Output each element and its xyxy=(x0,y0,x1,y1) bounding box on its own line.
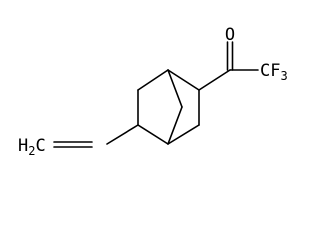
oxygen-label: O xyxy=(225,25,235,45)
bond-c1-c2 xyxy=(167,69,200,91)
vinyl-ch2-label-h: H xyxy=(18,136,28,156)
cf3-label-subscript: 3 xyxy=(280,69,287,83)
bond-c4-c5 xyxy=(137,124,169,145)
chemical-structure-diagram: O CF3 H2C xyxy=(18,25,288,158)
bond-c3-c4 xyxy=(167,124,200,145)
bridge-bond-top xyxy=(167,69,183,108)
bicyclic-skeleton xyxy=(137,69,200,145)
bond-ring-to-vinyl xyxy=(106,124,139,145)
vinyl-group: H2C xyxy=(18,124,139,158)
bridge-bond-bottom xyxy=(167,106,183,145)
bond-c6-c1 xyxy=(137,69,169,91)
trifluoroacetyl-group: O CF3 xyxy=(198,25,288,91)
cf3-label: CF3 xyxy=(260,61,288,83)
vinyl-ch2-label: H2C xyxy=(18,136,46,158)
cf3-label-main: CF xyxy=(260,61,280,81)
vinyl-ch2-label-subscript: 2 xyxy=(28,144,35,158)
bond-ring-to-carbonyl xyxy=(198,69,231,91)
vinyl-ch2-label-c: C xyxy=(35,136,45,156)
